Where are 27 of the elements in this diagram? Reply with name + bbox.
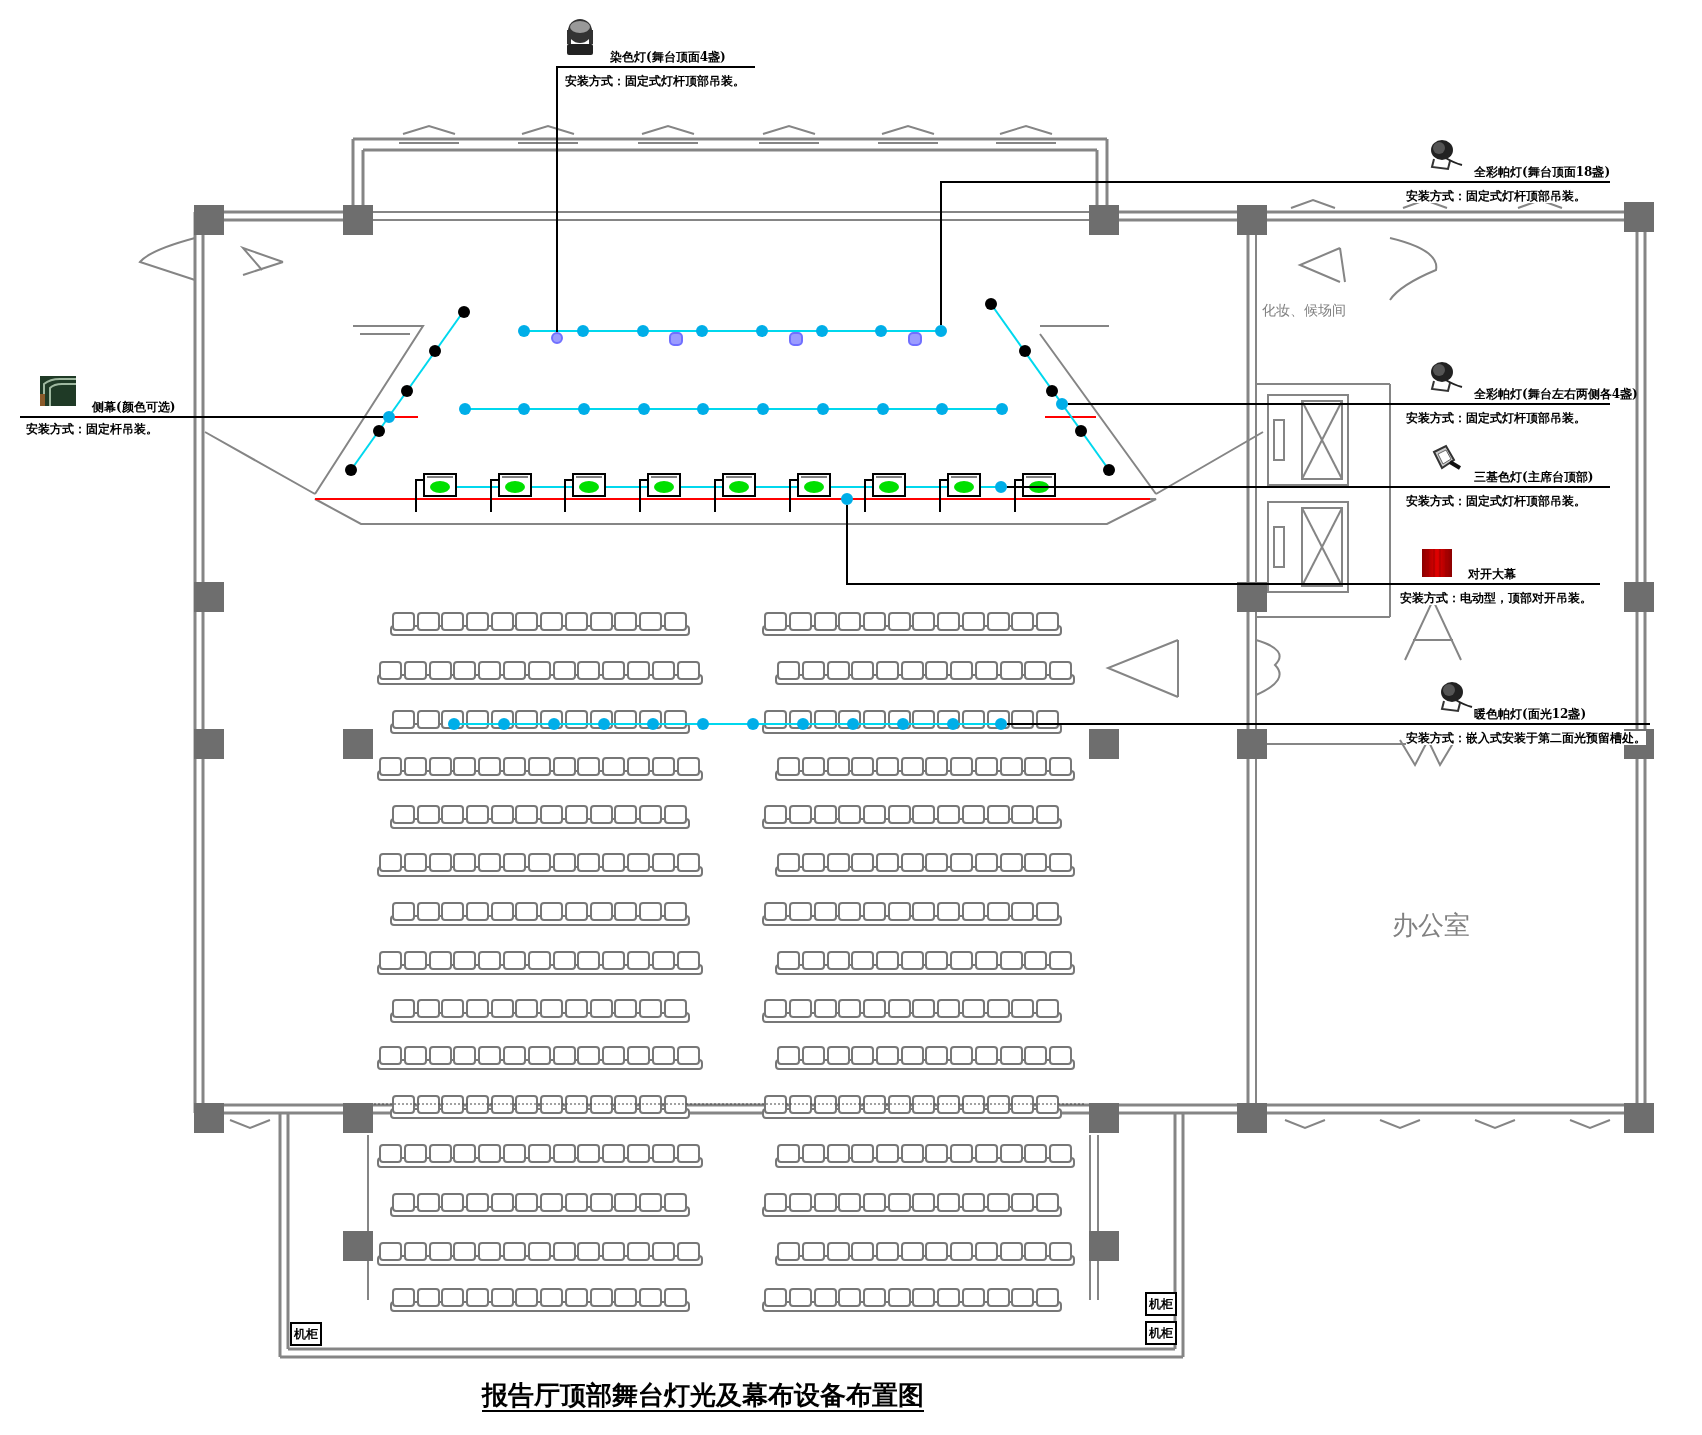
leader-line <box>940 181 1611 326</box>
fixture-label: 全彩帕灯(舞台左右两侧各4盏) <box>1474 387 1638 401</box>
fixture-label: 侧幕(颜色可选) <box>92 400 176 414</box>
stage-light <box>995 481 1007 493</box>
leader-line <box>846 504 1601 585</box>
fixture-label: 暖色帕灯(面光12盏) <box>1474 707 1587 721</box>
cabinet-label: 机柜 <box>290 1322 322 1346</box>
stage-light <box>1056 398 1068 410</box>
stage-light <box>935 325 947 337</box>
cabinet-label: 机柜 <box>1145 1321 1177 1345</box>
stage-light <box>551 332 563 344</box>
stage-light <box>383 411 395 423</box>
room-label: 化妆、候场间 <box>1262 302 1346 320</box>
room-label: 办公室 <box>1392 909 1470 942</box>
fixture-label: 全彩帕灯(舞台顶面18盏) <box>1474 165 1611 179</box>
installation-note: 安装方式：嵌入式安装于第二面光预留槽处。 <box>1406 731 1646 745</box>
fixture-label: 染色灯(舞台顶面4盏) <box>610 50 726 64</box>
leader-line <box>1067 403 1611 405</box>
cabinet-label: 机柜 <box>1145 1292 1177 1316</box>
leader-line <box>556 66 756 333</box>
stage-light <box>841 493 853 505</box>
diagram-title: 报告厅顶部舞台灯光及幕布设备布置图 <box>482 1379 924 1412</box>
fixture-label: 三基色灯(主席台顶部) <box>1474 470 1594 484</box>
fixture-label: 对开大幕 <box>1468 567 1516 581</box>
leader-line <box>1006 723 1651 725</box>
leader-line <box>19 416 384 418</box>
leader-line <box>1006 486 1611 488</box>
